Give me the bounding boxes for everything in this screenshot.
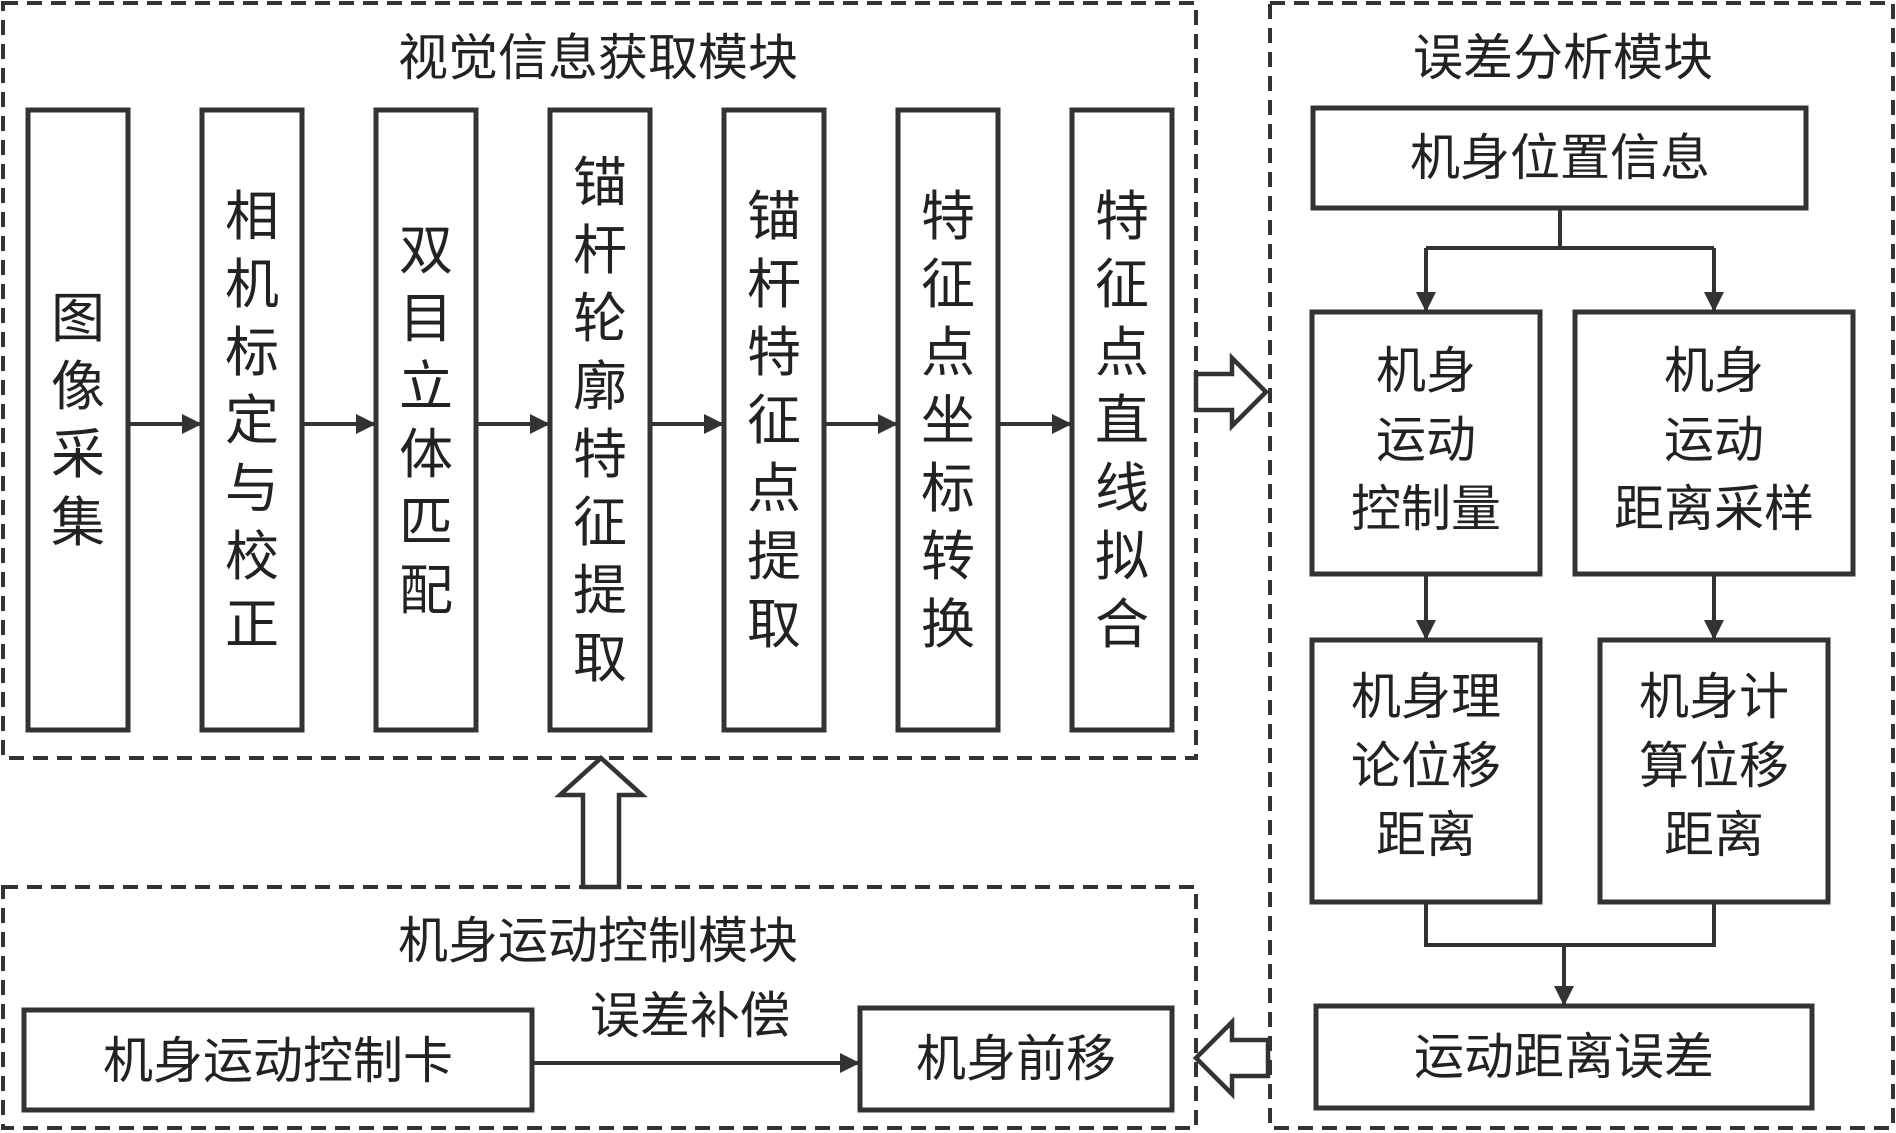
control-amount-line-1: 机身 <box>1376 342 1476 400</box>
step-char: 标 <box>225 321 279 384</box>
merge-connector <box>1424 902 1716 947</box>
sampling-box <box>1572 309 1856 577</box>
forward-box <box>857 1005 1175 1113</box>
step-char: 相 <box>225 185 279 248</box>
step-char: 轮 <box>573 287 627 350</box>
sampling-line-2: 运动 <box>1664 411 1764 469</box>
theoretical-box <box>1309 637 1543 905</box>
step-char: 杆 <box>573 219 627 282</box>
sampling-line-3: 距离采样 <box>1614 480 1814 538</box>
step-label-coordinate-transform: 特征点坐标转换 <box>921 185 975 656</box>
step-char: 坐 <box>921 389 975 452</box>
step-label-contour-extraction: 锚杆轮廓特征提取 <box>573 151 627 690</box>
step-char: 锚 <box>747 185 801 248</box>
step-char: 采 <box>51 423 105 486</box>
motion-module-title: 机身运动控制模块 <box>398 912 798 970</box>
step-char: 征 <box>747 389 801 452</box>
step-char: 目 <box>399 287 453 350</box>
step-char: 征 <box>1095 253 1149 316</box>
visual-steps: 图像采集相机标定与校正双目立体匹配锚杆轮廓特征提取锚杆特征点提取特征点坐标转换特… <box>25 107 1175 733</box>
step-box-coordinate-transform <box>895 107 1001 733</box>
sampling-line-1: 机身 <box>1664 342 1764 400</box>
step-char: 双 <box>399 219 453 282</box>
error-module-frame <box>1268 1 1895 1130</box>
computed-line-3: 距离 <box>1664 806 1764 864</box>
step-char: 合 <box>1095 593 1149 656</box>
step-char: 配 <box>399 559 453 622</box>
step-char: 体 <box>399 423 453 486</box>
step-char: 校 <box>225 525 279 588</box>
computed-box <box>1597 637 1831 905</box>
step-char: 像 <box>51 355 105 418</box>
computed-line-1: 机身计 <box>1639 668 1789 726</box>
step-char: 点 <box>1095 321 1149 384</box>
step-label-image-capture: 图像采集 <box>51 287 105 554</box>
step-char: 取 <box>573 627 627 690</box>
step-char: 拟 <box>1095 525 1149 588</box>
step-char: 直 <box>1095 389 1149 452</box>
distance-error-box <box>1313 1003 1815 1111</box>
control-amount-line-2: 运动 <box>1376 411 1476 469</box>
control-card-box <box>21 1007 535 1113</box>
step-label-camera-calibration: 相机标定与校正 <box>225 185 279 656</box>
step-char: 集 <box>51 491 105 554</box>
control-amount-box <box>1309 309 1543 577</box>
step-char: 特 <box>573 423 627 486</box>
theoretical-line-1: 机身理 <box>1351 668 1501 726</box>
step-box-contour-extraction <box>547 107 653 733</box>
step-char: 线 <box>1095 457 1149 520</box>
motion-module-frame <box>1 885 1198 1130</box>
computed-line-2: 算位移 <box>1639 737 1789 795</box>
step-label-line-fitting: 特征点直线拟合 <box>1095 185 1149 656</box>
step-char: 换 <box>921 593 975 656</box>
step-char: 立 <box>399 355 453 418</box>
compensation-label: 误差补偿 <box>590 987 790 1045</box>
step-char: 标 <box>921 457 975 520</box>
step-char: 特 <box>921 185 975 248</box>
distance-error-label: 运动距离误差 <box>1414 1028 1714 1086</box>
step-char: 杆 <box>747 253 801 316</box>
position-info-label: 机身位置信息 <box>1410 129 1710 187</box>
control-card-label: 机身运动控制卡 <box>103 1032 453 1090</box>
hollow-arrow-right <box>1193 352 1270 432</box>
step-char: 正 <box>225 593 279 656</box>
step-char: 定 <box>225 389 279 452</box>
step-box-feature-point-extraction <box>721 107 827 733</box>
theoretical-line-2: 论位移 <box>1351 737 1501 795</box>
step-char: 征 <box>921 253 975 316</box>
step-char: 提 <box>573 559 627 622</box>
step-label-stereo-matching: 双目立体匹配 <box>399 219 453 622</box>
step-char: 征 <box>573 491 627 554</box>
hollow-arrow-left <box>1192 1016 1271 1100</box>
forward-label: 机身前移 <box>916 1030 1116 1088</box>
step-box-camera-calibration <box>199 107 305 733</box>
connector-position-left <box>1426 208 1562 250</box>
error-module-title: 误差分析模块 <box>1413 29 1713 87</box>
control-amount-line-3: 控制量 <box>1351 480 1501 538</box>
step-char: 机 <box>225 253 279 316</box>
step-char: 取 <box>747 593 801 656</box>
visual-module-title: 视觉信息获取模块 <box>398 29 798 87</box>
step-char: 特 <box>747 321 801 384</box>
step-char: 点 <box>921 321 975 384</box>
step-char: 图 <box>51 287 105 350</box>
step-char: 廓 <box>573 355 627 418</box>
step-box-line-fitting <box>1069 107 1175 733</box>
step-char: 匹 <box>399 491 453 554</box>
step-char: 特 <box>1095 185 1149 248</box>
step-label-feature-point-extraction: 锚杆特征点提取 <box>747 185 801 656</box>
step-box-image-capture <box>25 107 131 733</box>
step-char: 点 <box>747 457 801 520</box>
step-char: 锚 <box>573 151 627 214</box>
position-info-box <box>1310 105 1809 211</box>
step-char: 与 <box>225 457 279 520</box>
step-box-stereo-matching <box>373 107 479 733</box>
step-char: 提 <box>747 525 801 588</box>
theoretical-line-3: 距离 <box>1376 806 1476 864</box>
hollow-arrow-up <box>554 754 648 890</box>
step-char: 转 <box>921 525 975 588</box>
